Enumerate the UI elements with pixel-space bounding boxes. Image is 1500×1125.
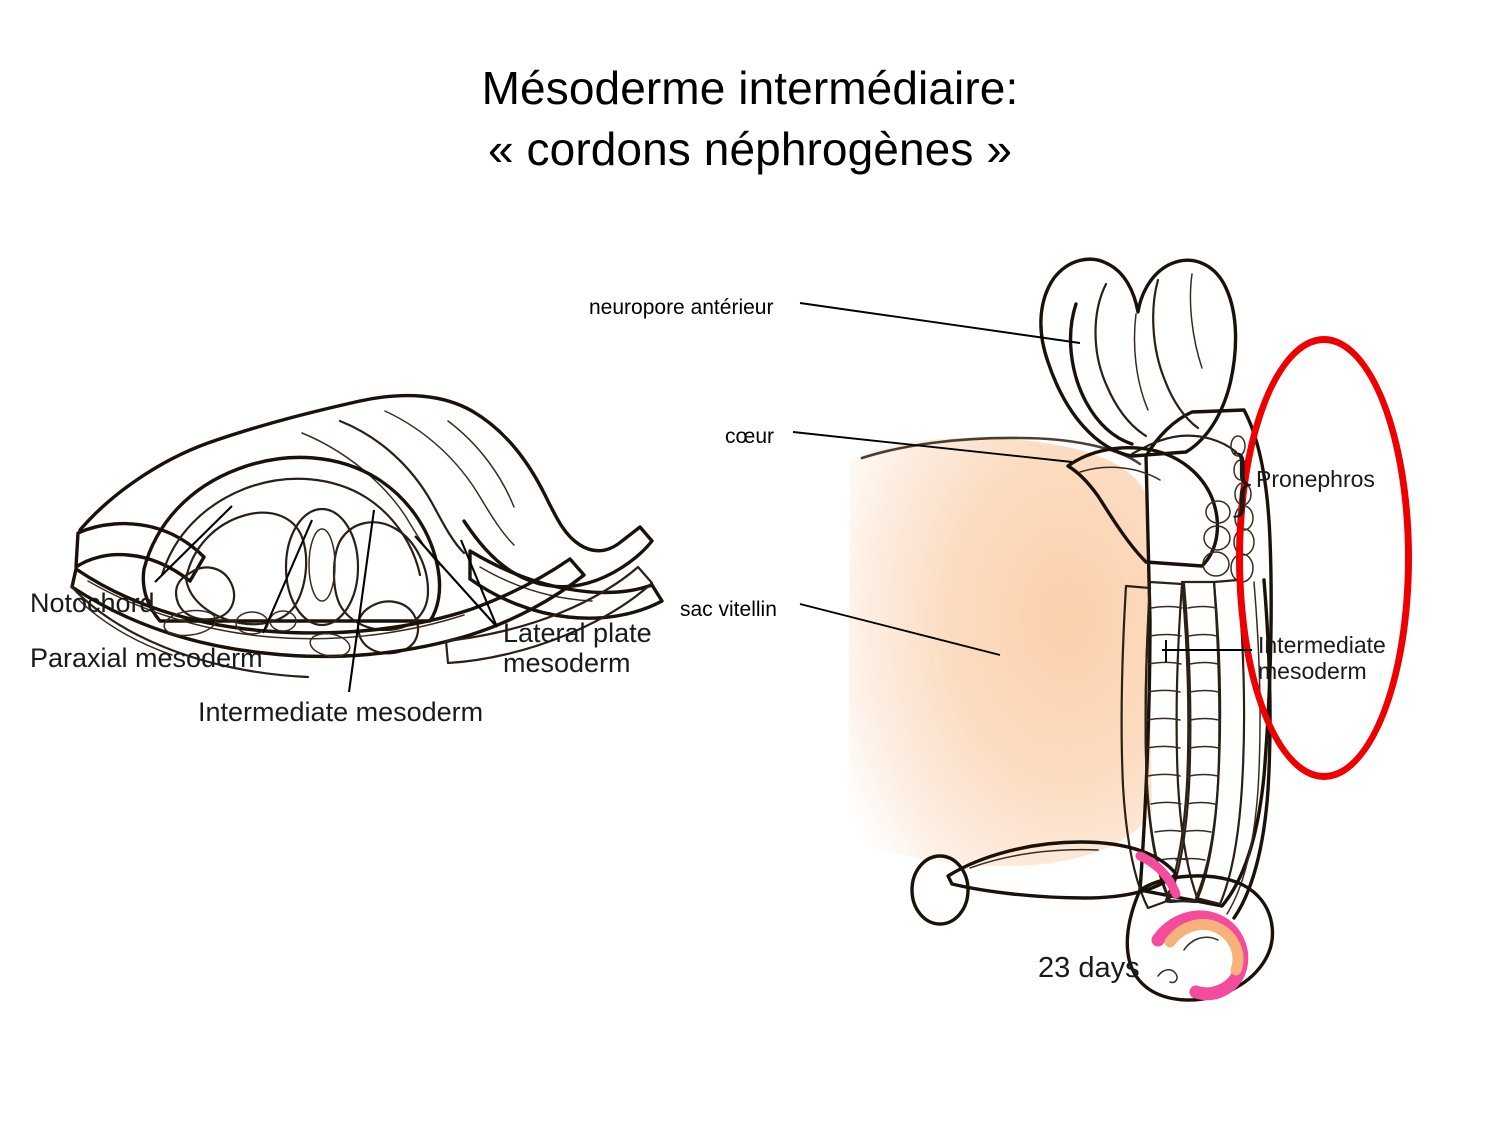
label-notochord: Notochord [30,588,155,618]
curly-brace-icon: } [1228,437,1257,524]
label-neuropore-anterieur: neuropore antérieur [589,296,774,319]
page-title: Mésoderme intermédiaire: « cordons néphr… [481,62,1019,176]
embryo-cross-section-illustration [70,393,664,679]
figure-caption-days: 23 days [1038,952,1140,984]
pronephros-highlight-ellipse [1236,336,1412,780]
label-intermediate-mesoderm-left: Intermediate mesoderm [198,697,484,727]
label-sac-vitellin: sac vitellin [680,598,777,621]
label-lateral-plate-mesoderm: Lateral plate mesoderm [503,618,652,679]
label-coeur: cœur [725,425,774,448]
label-pronephros: Pronephros [1256,466,1375,492]
label-intermediate-mesoderm-right: Intermediate mesoderm [1258,632,1386,685]
label-paraxial-mesoderm: Paraxial mesoderm [30,643,263,673]
